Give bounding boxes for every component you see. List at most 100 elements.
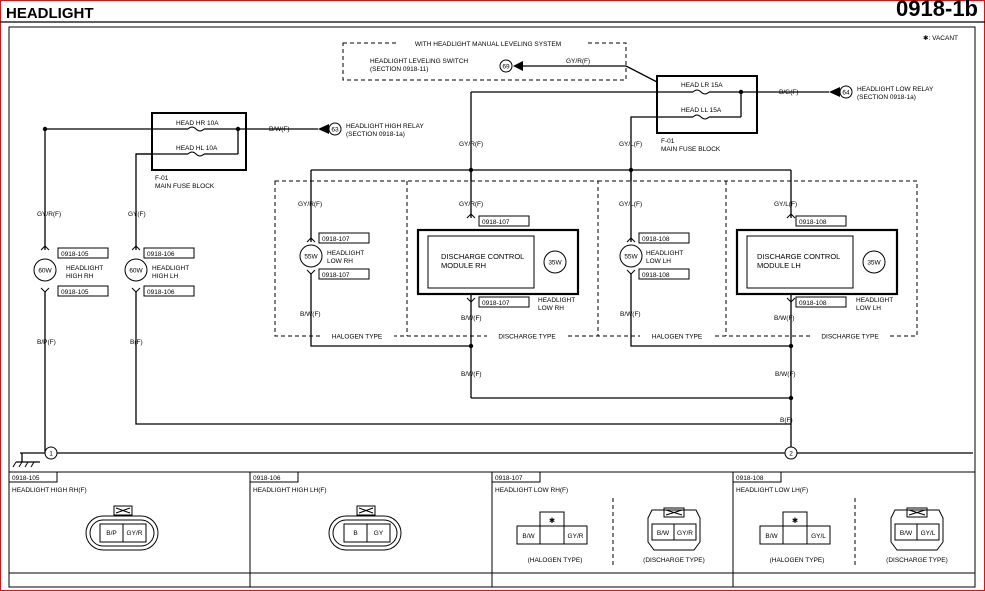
conn-105-pin2: GY/R xyxy=(127,530,143,537)
low-relay-pin: 64 xyxy=(842,90,850,97)
high-lh-name2: HIGH LH xyxy=(152,273,179,280)
low-lh-dis-wire-bot: B/W(F) xyxy=(774,315,795,322)
bulb-icon xyxy=(299,244,323,268)
leveling-switch-section: (SECTION 0918-11) xyxy=(370,66,428,73)
conn-107-id: 0918-107 xyxy=(495,475,523,482)
conn-105-pin1: B/P xyxy=(106,530,116,537)
low-fuse-block: HEAD LR 15A HEAD LL 15A B/G(F) 64 HEADLI… xyxy=(471,75,934,181)
vacant-legend: ✱: VACANT xyxy=(923,34,958,42)
high-relay-label: HEADLIGHT HIGH RELAY xyxy=(346,123,424,130)
rh-feed-label: GY/R(F) xyxy=(459,141,483,148)
fuse-icon xyxy=(187,151,205,157)
leveling-switch-label: HEADLIGHT LEVELING SWITCH xyxy=(370,58,468,65)
bulb-icon xyxy=(124,258,148,282)
low-lh-discharge-type: DISCHARGE TYPE xyxy=(821,334,879,341)
low-lh-hal-name1: HEADLIGHT xyxy=(646,250,683,257)
fuse-icon xyxy=(692,114,710,120)
high-rh-watt: 60W xyxy=(38,268,52,275)
connector-0918-105: 0918-105 HEADLIGHT HIGH RH(F) B/P GY/R xyxy=(8,471,159,551)
conn-107-hal-type: (HALOGEN TYPE) xyxy=(528,557,583,564)
rh-merge-wire: B/W(F) xyxy=(461,371,482,378)
low-rh-dashed-area xyxy=(274,180,599,337)
low-lh-dis-wire-top: GY/L(F) xyxy=(774,201,797,208)
low-lh-dis-name1: HEADLIGHT xyxy=(856,297,893,304)
high-beam-rh: GY/R(F) 0918-105 60W HEADLIGHT HIGH RH 0… xyxy=(33,126,109,453)
low-rh-hal-name2: LOW RH xyxy=(327,258,353,265)
low-rh-dis-conn-top: 0918-107 xyxy=(482,219,510,226)
low-lh-halogen-type: HALOGEN TYPE xyxy=(652,334,703,341)
connector-0918-107: 0918-107 HEADLIGHT LOW RH(F) ✱ B/W GY/R … xyxy=(491,471,705,568)
leveling-box-title: WITH HEADLIGHT MANUAL LEVELING SYSTEM xyxy=(415,41,561,48)
conn-106-pin2: GY xyxy=(374,530,384,537)
leveling-switch-pin: 69 xyxy=(502,64,510,71)
low-lh-module1: DISCHARGE CONTROL xyxy=(757,252,840,261)
high-rh-wire-bot: B/P(F) xyxy=(37,339,56,346)
conn-107-name: HEADLIGHT LOW RH(F) xyxy=(495,487,568,494)
conn-108-hal-mark: ✱ xyxy=(792,516,799,525)
high-lh-wire-bot: B(F) xyxy=(130,339,143,346)
low-rh-dis-conn-bot: 0918-107 xyxy=(482,300,510,307)
low-lh-hal-conn-top: 0918-108 xyxy=(642,236,670,243)
fuse-icon xyxy=(187,126,205,132)
conn-107-hal-mark: ✱ xyxy=(549,516,556,525)
conn-108-hal-pin2: GY/L xyxy=(811,533,826,540)
lh-feed-label: GY/L(F) xyxy=(619,141,642,148)
high-beam-lh: GY(F) 0918-106 60W HEADLIGHT HIGH LH 091… xyxy=(124,153,791,425)
conn-106-id: 0918-106 xyxy=(253,475,281,482)
high-lh-watt: 60W xyxy=(129,268,143,275)
fuse-head-hl: HEAD HL 10A xyxy=(176,145,218,152)
high-rh-conn-bot: 0918-105 xyxy=(61,289,89,296)
low-lh-dashed-area xyxy=(597,180,918,337)
connector-0918-108: 0918-108 HEADLIGHT LOW LH(F) ✱ B/W GY/L … xyxy=(732,471,948,568)
low-relay-wire: B/G(F) xyxy=(779,89,799,96)
ground-point-2: 2 xyxy=(789,451,793,458)
conn-108-dis-type: (DISCHARGE TYPE) xyxy=(886,557,948,564)
conn-108-dis-pin2: GY/L xyxy=(921,530,936,537)
low-rh-hal-name1: HEADLIGHT xyxy=(327,250,364,257)
low-rh-hal-watt: 55W xyxy=(304,254,318,261)
low-lh-module2: MODULE LH xyxy=(757,261,801,270)
fuse-head-lr: HEAD LR 15A xyxy=(681,82,723,89)
high-relay-wire: B/W(F) xyxy=(269,126,290,133)
low-lh-dis-name2: LOW LH xyxy=(856,305,881,312)
low-rh-module2: MODULE RH xyxy=(441,261,486,270)
low-lh-halogen: GY/L(F) 0918-108 55W HEADLIGHT LOW LH 09… xyxy=(619,170,791,347)
high-fuse-block-name: MAIN FUSE BLOCK xyxy=(155,183,215,190)
low-fuse-block-id: F-01 xyxy=(661,138,675,145)
high-rh-name2: HIGH RH xyxy=(66,273,94,280)
diagram-title: HEADLIGHT xyxy=(6,5,94,22)
low-lh-hal-conn-bot: 0918-108 xyxy=(642,272,670,279)
low-lh-dis-watt: 35W xyxy=(867,260,881,267)
low-lh-hal-name2: LOW LH xyxy=(646,258,671,265)
conn-106-name: HEADLIGHT HIGH LH(F) xyxy=(253,487,327,494)
conn-105-id: 0918-105 xyxy=(12,475,40,482)
conn-107-dis-pin2: GY/R xyxy=(677,530,693,537)
high-rh-conn-top: 0918-105 xyxy=(61,251,89,258)
low-lh-hal-wire-top: GY/L(F) xyxy=(619,201,642,208)
conn-107-dis-type: (DISCHARGE TYPE) xyxy=(643,557,705,564)
low-rh-hal-conn-bot: 0918-107 xyxy=(322,272,350,279)
conn-108-hal-type: (HALOGEN TYPE) xyxy=(770,557,825,564)
low-rh-discharge-type: DISCHARGE TYPE xyxy=(498,334,556,341)
high-fuse-block: HEAD HR 10A HEAD HL 10A B/W(F) 63 HEADLI… xyxy=(45,112,424,190)
low-rh-hal-wire-top: GY/R(F) xyxy=(298,201,322,208)
low-rh-dis-wire-top: GY/R(F) xyxy=(459,201,483,208)
low-relay-arrow-icon xyxy=(829,87,840,97)
high-rh-wire-top: GY/R(F) xyxy=(37,211,61,218)
high-lh-conn-top: 0918-106 xyxy=(147,251,175,258)
conn-106-pin1: B xyxy=(353,530,357,537)
low-rh-halogen-type: HALOGEN TYPE xyxy=(332,334,383,341)
low-rh-hal-conn-top: 0918-107 xyxy=(322,236,350,243)
conn-108-id: 0918-108 xyxy=(736,475,764,482)
connector-0918-106: 0918-106 HEADLIGHT HIGH LH(F) B GY xyxy=(249,471,402,551)
leveling-system-box: WITH HEADLIGHT MANUAL LEVELING SYSTEM HE… xyxy=(342,39,658,83)
low-rh-halogen: GY/R(F) 0918-107 55W HEADLIGHT LOW RH 09… xyxy=(298,170,471,347)
conn-108-name: HEADLIGHT LOW LH(F) xyxy=(736,487,808,494)
high-relay-pin: 63 xyxy=(331,127,339,134)
leveling-wire-label: GY/R(F) xyxy=(566,58,590,65)
leveling-arrow-icon xyxy=(513,61,523,71)
low-rh-dis-name2: LOW RH xyxy=(538,305,564,312)
low-rh-hal-wire-bot: B/W(F) xyxy=(300,311,321,318)
high-relay-section: (SECTION 0918-1a) xyxy=(346,131,405,138)
